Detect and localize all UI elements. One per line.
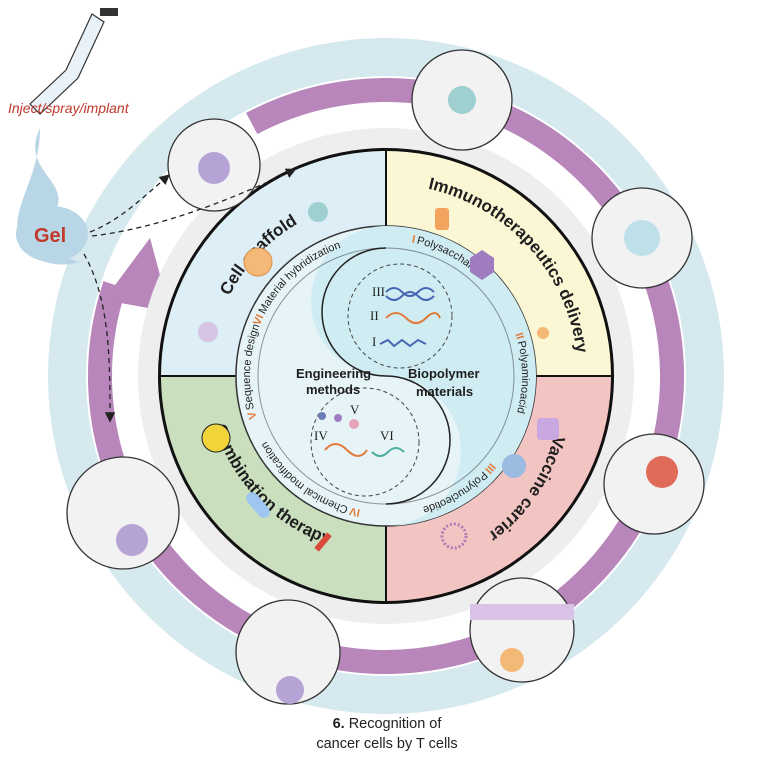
macrophage-icon (198, 322, 218, 342)
recognition-caption: 6. Recognition of cancer cells by T cell… (0, 714, 774, 754)
tumor-cell-icon (198, 152, 230, 184)
cell-sphere-icon (243, 247, 273, 277)
engineering-label-2: methods (306, 382, 360, 397)
syringe-plunger-icon (100, 8, 118, 16)
dendritic-cell-icon (448, 86, 476, 114)
arrow-to-tumor (89, 174, 170, 233)
caption-line2: cancer cells by T cells (316, 736, 458, 752)
inject-caption: Inject/spray/implant (8, 100, 129, 116)
patch-icon (537, 418, 559, 440)
numeral-vi-bottom: VI (380, 428, 394, 443)
dna-strand-icon (385, 287, 435, 297)
biopolymer-label-1: Biopolymer (408, 366, 480, 381)
pill-capsule-icon (246, 492, 270, 518)
strand-icon (371, 447, 405, 457)
molecule-icon (334, 414, 342, 422)
numeral-i-top: I (372, 334, 376, 349)
numeral-iii-top: III (372, 284, 385, 299)
bead-icon (537, 327, 549, 339)
polysaccharide-strand-icon (379, 338, 427, 348)
gel-label: Gel (34, 225, 66, 247)
cell-sphere-icon (500, 648, 524, 672)
radiation-icon (201, 423, 231, 453)
membrane-icon (470, 604, 574, 620)
yin-yang-right (311, 226, 536, 526)
numeral-ii-top: II (370, 308, 379, 323)
cancer-cell-icon (276, 676, 304, 704)
satellite-tcell-recognition (235, 599, 341, 705)
molecule-icon (318, 412, 326, 420)
tissue-cell-icon (624, 220, 660, 256)
arrow-to-tcell (83, 253, 116, 423)
cancer-cell-icon (116, 524, 148, 556)
syringe-small-icon (314, 532, 332, 552)
nanoparticle-icon (502, 454, 526, 478)
syringe-icon (29, 13, 105, 115)
liposome-icon (440, 522, 468, 550)
numeral-iv-bottom: IV (314, 428, 328, 443)
gel-blob-icon (16, 206, 88, 262)
nanoparticle-icon (646, 456, 678, 488)
dendritic-cell-icon (308, 202, 328, 222)
molecule-hex-icon (470, 250, 494, 280)
polyaminoacid-strand-icon (385, 312, 441, 324)
caption-line1: Recognition of (348, 716, 442, 732)
numeral-v-bottom: V (350, 402, 360, 417)
engineering-dashed-circle (310, 387, 420, 497)
strand-icon (324, 443, 368, 457)
dna-strand-icon-2 (385, 291, 435, 301)
molecule-icon (349, 419, 359, 429)
biopolymer-dashed-circle (347, 263, 453, 369)
satellite-tcell (66, 456, 180, 570)
antibody-icon (435, 208, 449, 230)
caption-number: 6. (332, 716, 345, 732)
engineering-label-1: Engineering (296, 366, 371, 381)
biopolymer-label-2: materials (416, 384, 473, 399)
yin-yang-curve (321, 247, 451, 505)
